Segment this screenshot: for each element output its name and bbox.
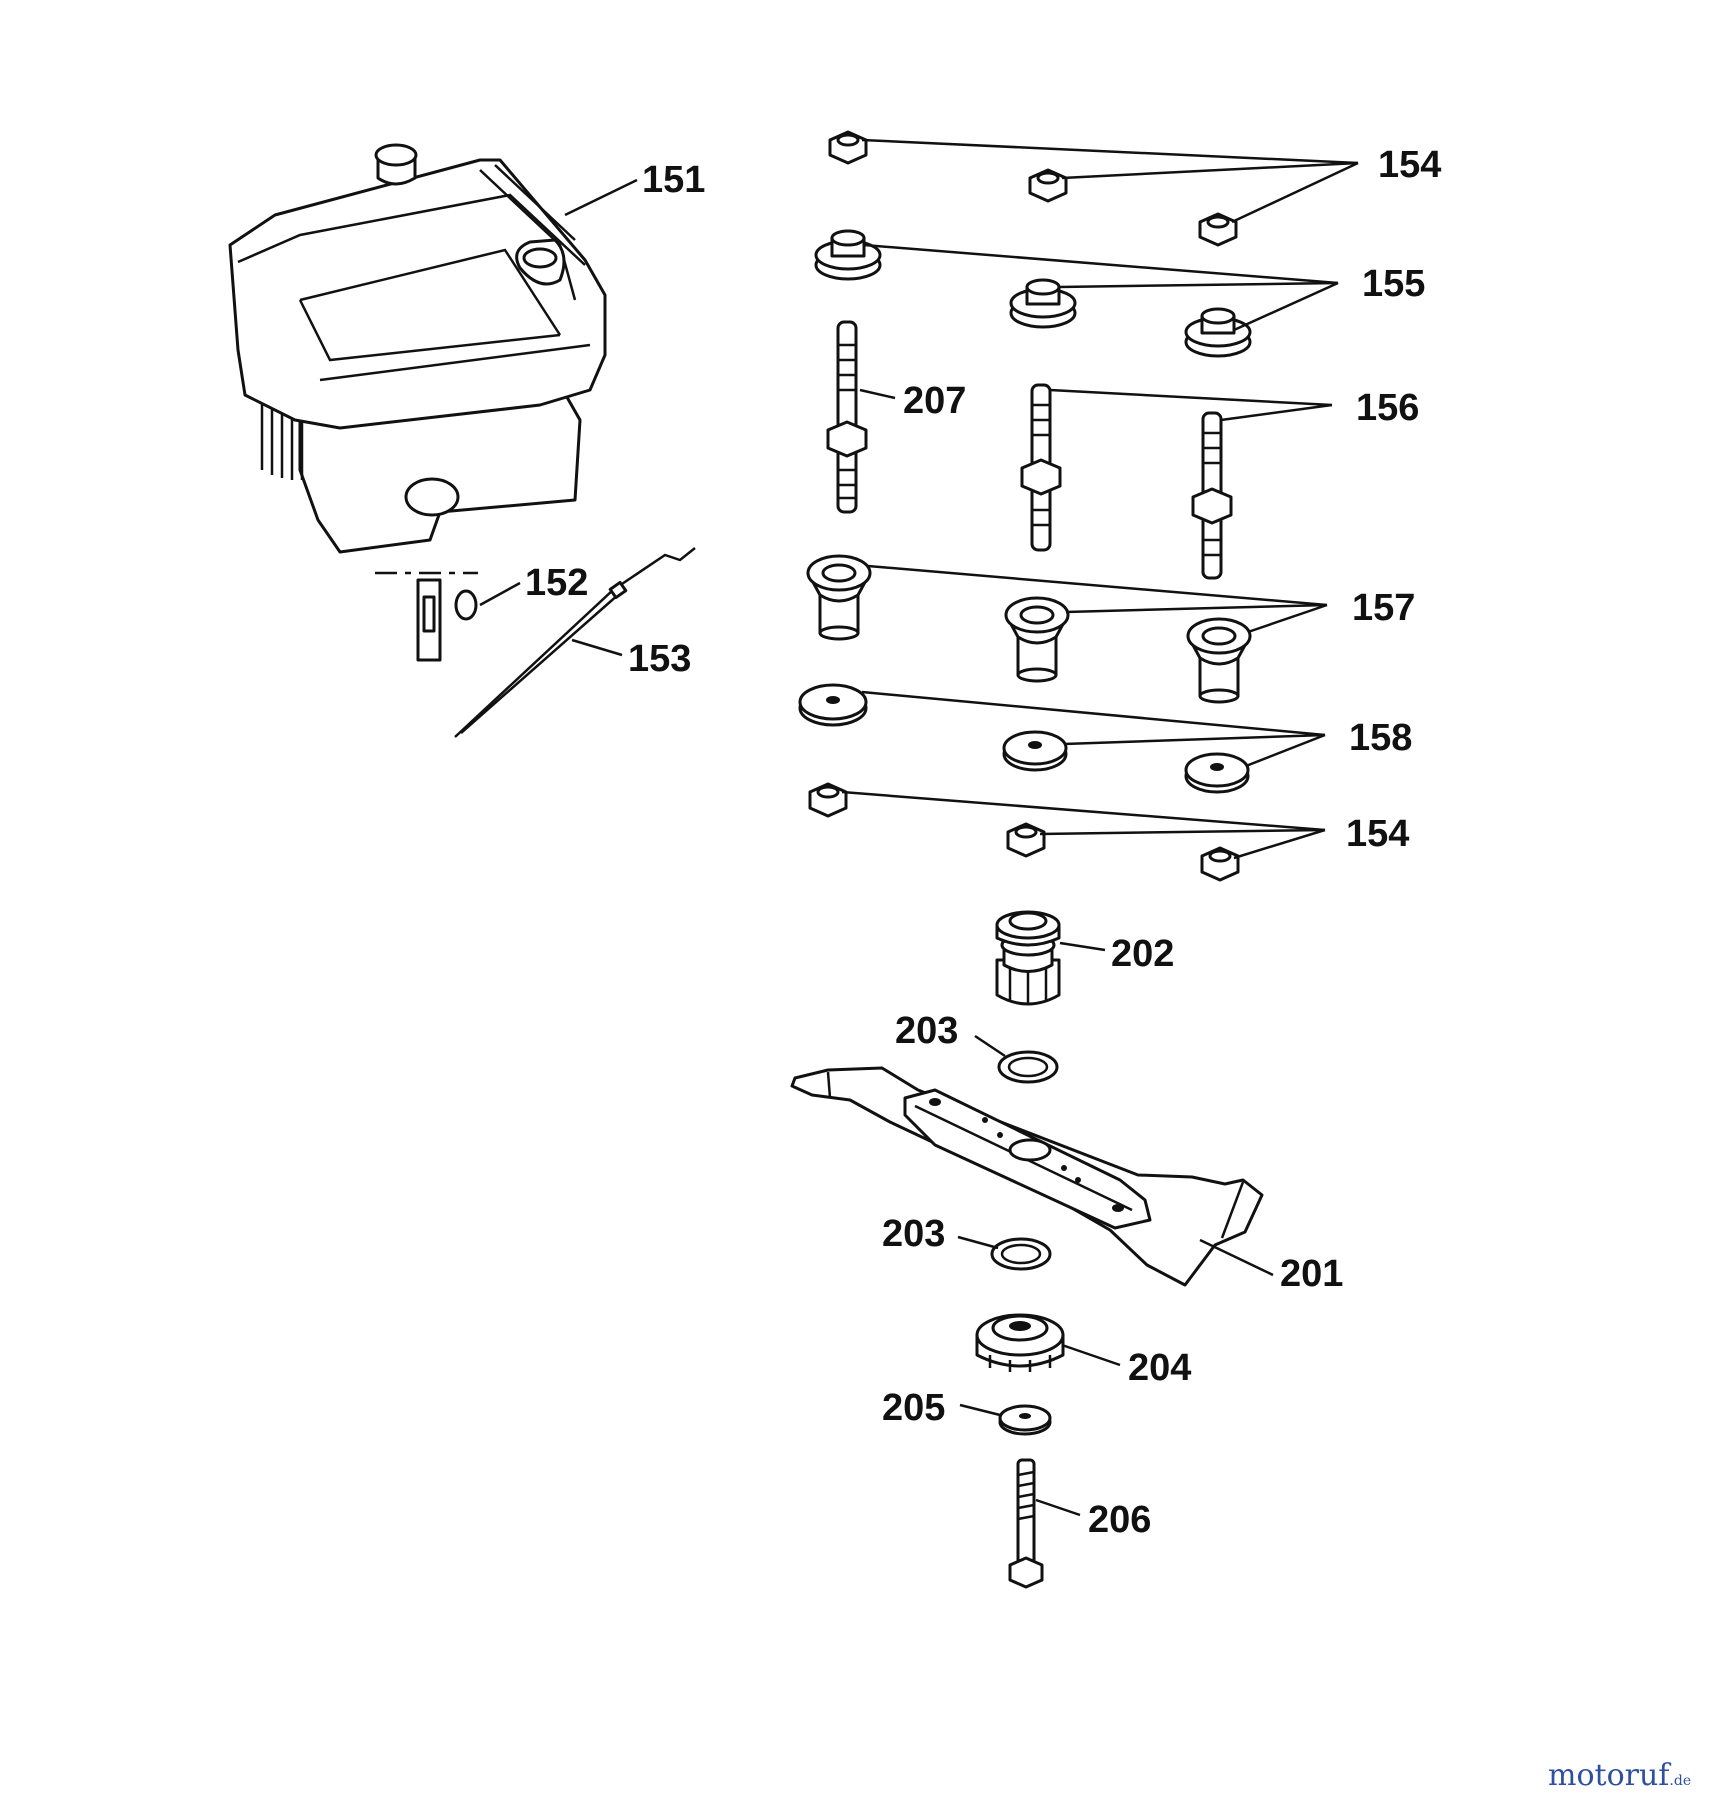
nuts-154-top: 154 bbox=[828, 130, 1441, 247]
engine-151: 151 bbox=[228, 143, 705, 554]
label-157: 157 bbox=[1352, 587, 1415, 629]
stud-207: 207 bbox=[826, 320, 966, 514]
label-204: 204 bbox=[1128, 1347, 1191, 1389]
watermark-brand: motoruf bbox=[1548, 1758, 1671, 1793]
label-203-top: 203 bbox=[895, 1010, 958, 1052]
label-203-bottom: 203 bbox=[882, 1213, 945, 1255]
label-151: 151 bbox=[642, 159, 705, 201]
blade-201: 201 bbox=[790, 1066, 1343, 1295]
label-205: 205 bbox=[882, 1387, 945, 1429]
collars-155: 155 bbox=[814, 229, 1425, 358]
watermark-tld: .de bbox=[1669, 1773, 1691, 1789]
bolt-206: 206 bbox=[1008, 1458, 1151, 1589]
label-207: 207 bbox=[903, 380, 966, 422]
label-152: 152 bbox=[525, 562, 588, 604]
nuts-154-bottom: 154 bbox=[808, 782, 1409, 882]
studs-156: 156 bbox=[1020, 383, 1419, 580]
label-202: 202 bbox=[1111, 933, 1174, 975]
watermark-logo: motoruf.de bbox=[1548, 1758, 1691, 1793]
label-158: 158 bbox=[1349, 717, 1412, 759]
bushings-157: 157 bbox=[806, 554, 1415, 704]
label-154-bottom: 154 bbox=[1346, 813, 1409, 855]
spacer-203-bottom: 203 bbox=[882, 1213, 1052, 1271]
label-156: 156 bbox=[1356, 387, 1419, 429]
washers-158: 158 bbox=[798, 683, 1412, 794]
cable-153: 153 bbox=[454, 547, 696, 738]
blade-holder-204: 204 bbox=[975, 1313, 1191, 1389]
label-206: 206 bbox=[1088, 1499, 1151, 1541]
label-155: 155 bbox=[1362, 263, 1425, 305]
label-154-top: 154 bbox=[1378, 144, 1441, 186]
svg-text:motoruf.de: motoruf.de bbox=[1548, 1758, 1691, 1793]
label-201: 201 bbox=[1280, 1253, 1343, 1295]
adapter-202: 202 bbox=[995, 910, 1174, 1006]
label-153: 153 bbox=[628, 638, 691, 680]
shaft-key-152: 152 bbox=[375, 562, 588, 662]
washer-205: 205 bbox=[882, 1387, 1052, 1436]
spacer-203-top: 203 bbox=[895, 1010, 1059, 1084]
